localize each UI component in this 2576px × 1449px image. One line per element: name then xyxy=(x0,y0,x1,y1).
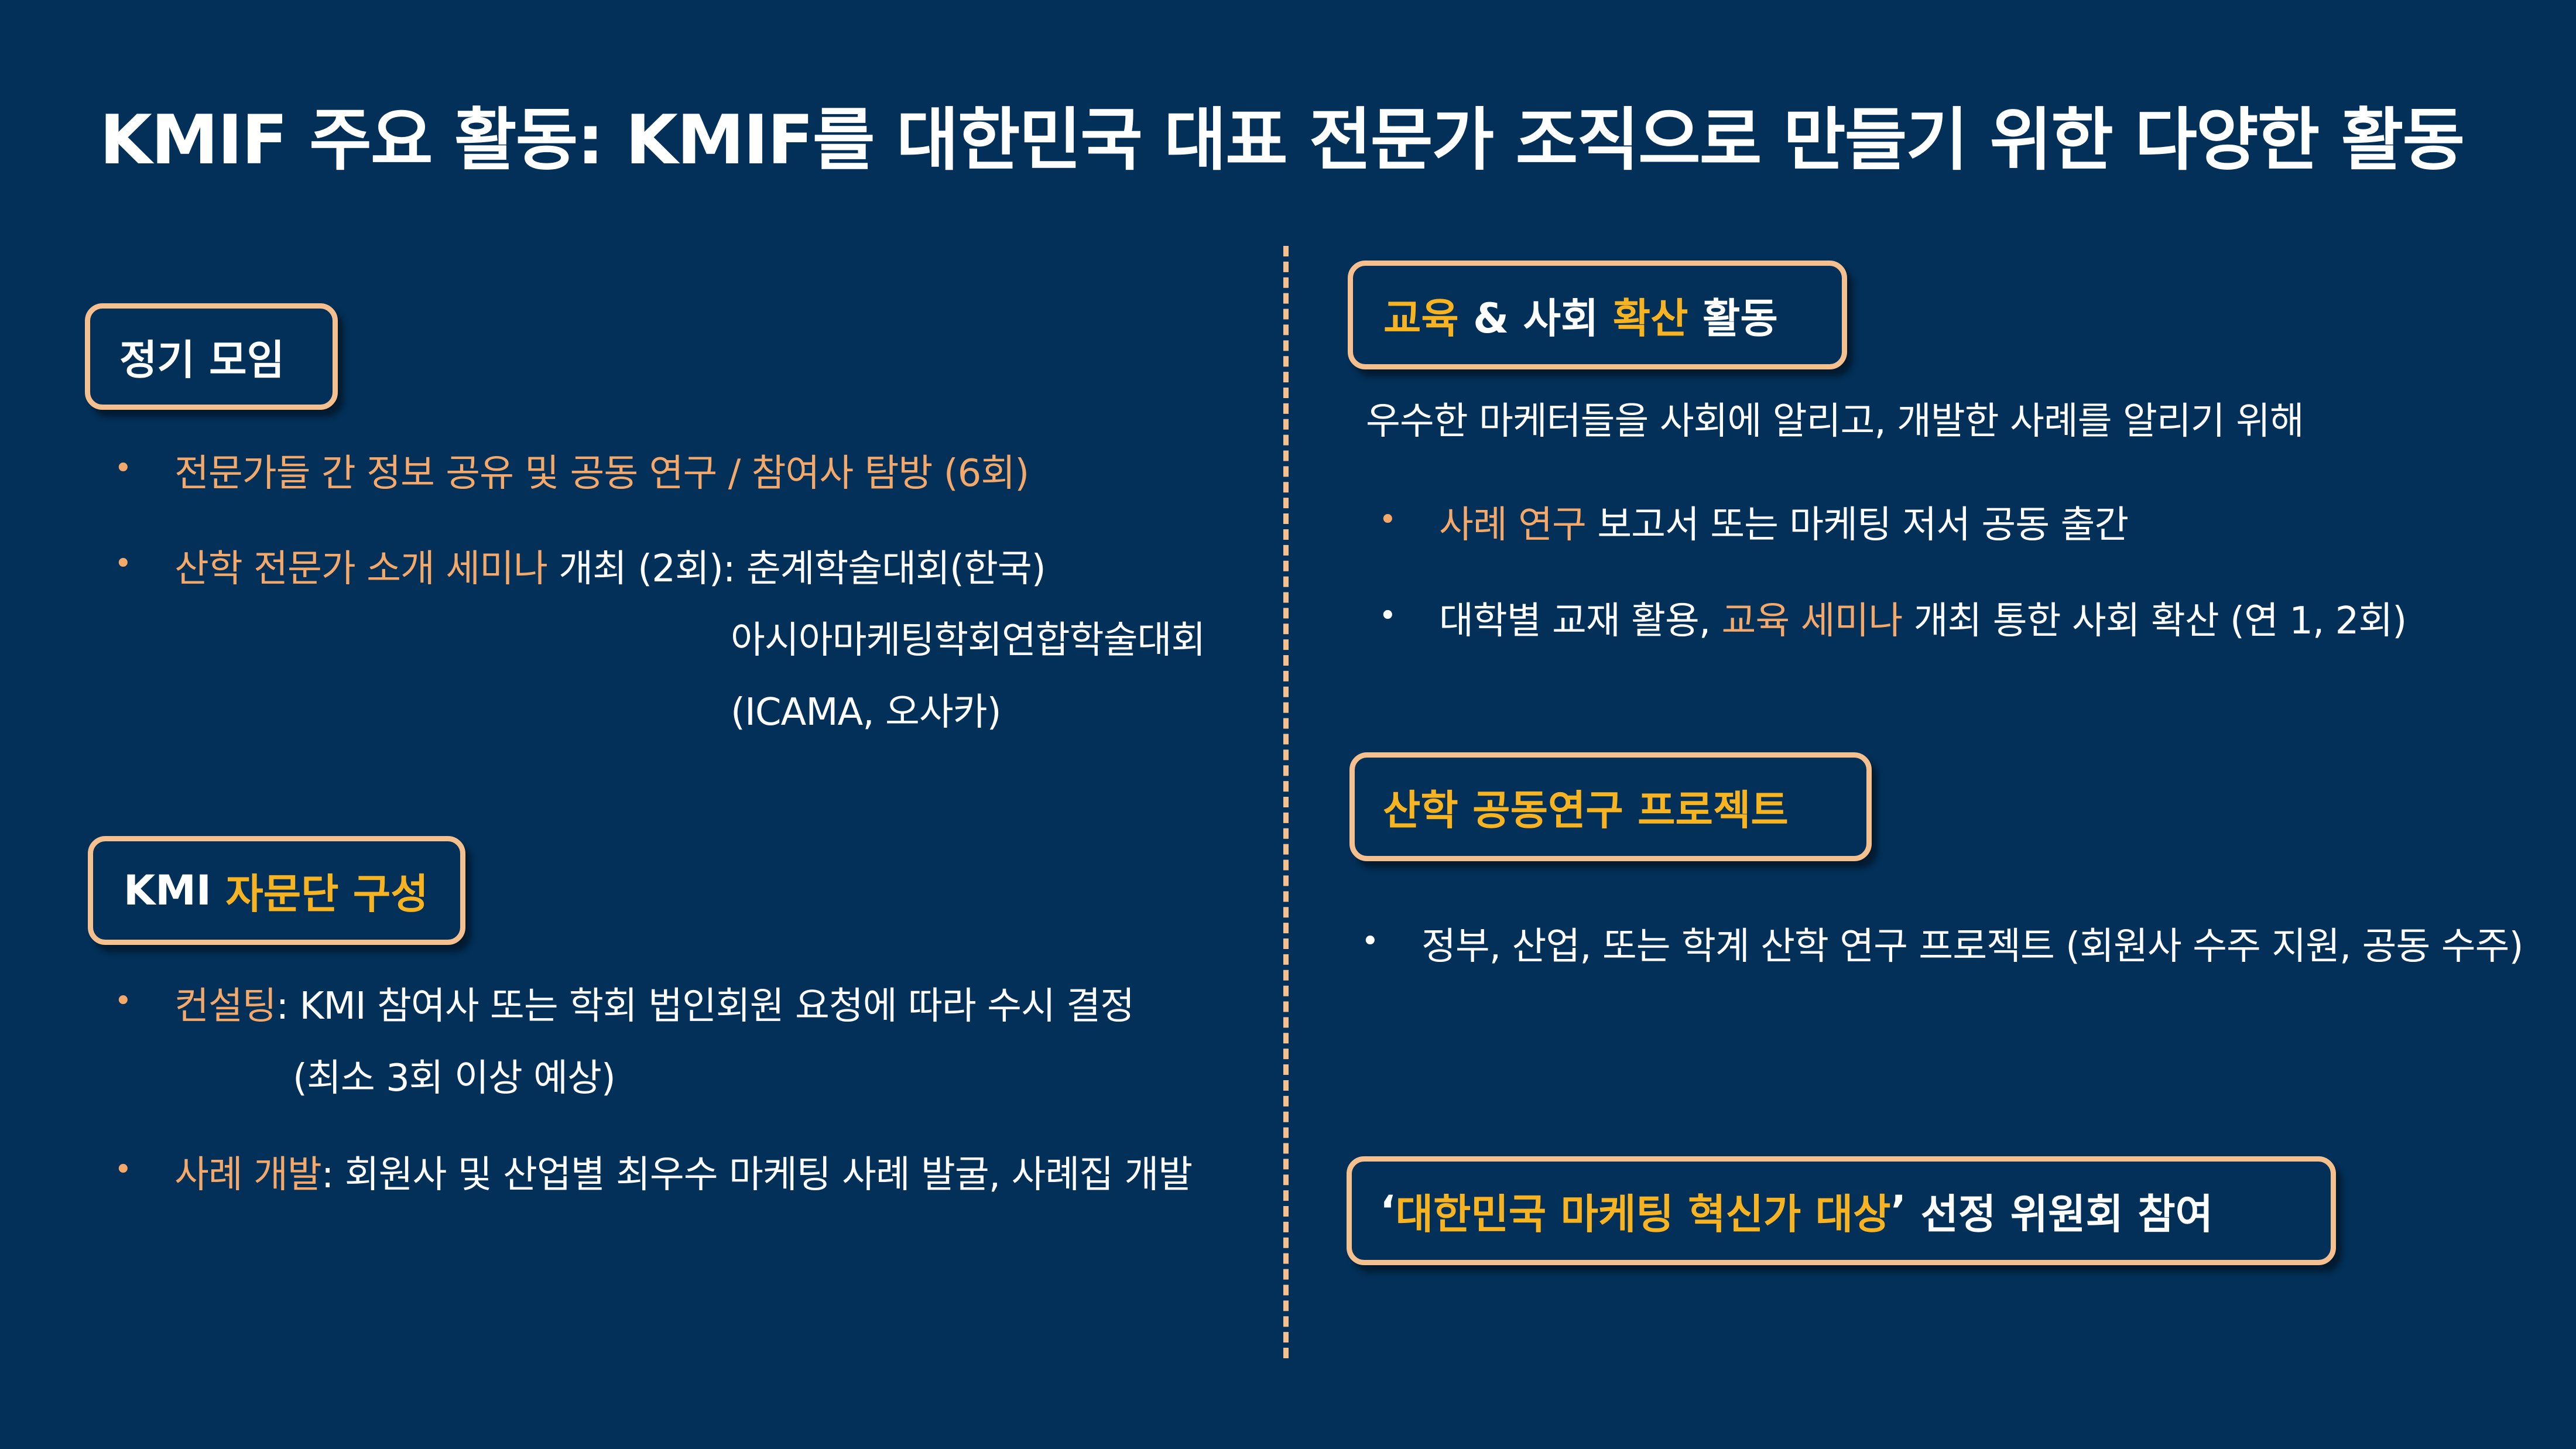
education-item-1-accent: 사례 연구 xyxy=(1439,503,1587,547)
regular-meeting-continuation-2: (ICAMA, 오사카) xyxy=(731,691,1002,734)
regular-meeting-continuation-1: 아시아마케팅학회연합학술대회 xyxy=(731,619,1205,662)
advisory-item-1-accent: 컨설팅 xyxy=(174,985,277,1028)
bullet-icon: • xyxy=(1379,598,1397,633)
award-heading-box: ‘대한민국 마케팅 혁신가 대상’ 선정 위원회 참여 xyxy=(1347,1156,2336,1265)
award-quote-open: ‘ xyxy=(1380,1187,1396,1235)
advisory-item-2: 사례 개발: 회원사 및 산업별 최우수 마케팅 사례 발굴, 사례집 개발 xyxy=(174,1145,1193,1198)
education-item-2-accent: 교육 세미나 xyxy=(1721,600,1903,643)
education-heading-part2: & 사회 xyxy=(1458,294,1613,342)
education-heading-part1: 교육 xyxy=(1383,294,1459,342)
advisory-heading-plain: KMI xyxy=(124,866,226,914)
advisory-heading-box: KMI 자문단 구성 xyxy=(88,836,465,945)
education-item-2: 대학별 교재 활용, 교육 세미나 개최 통한 사회 확산 (연 1, 2회) xyxy=(1439,591,2407,645)
regular-meeting-heading-box: 정기 모임 xyxy=(85,303,338,410)
regular-meeting-item-1: 전문가들 간 정보 공유 및 공동 연구 / 참여사 탐방 (6회) xyxy=(174,443,1029,497)
education-heading-part4: 활동 xyxy=(1688,294,1778,342)
award-heading-highlight: 대한민국 마케팅 혁신가 대상 xyxy=(1395,1190,1891,1238)
regular-meeting-item-1-accent: 전문가들 간 정보 공유 및 공동 연구 / 참여사 탐방 (6회) xyxy=(174,452,1029,495)
education-heading-part3: 확산 xyxy=(1612,294,1688,342)
education-item-1: 사례 연구 보고서 또는 마케팅 저서 공동 출간 xyxy=(1439,495,2129,549)
bullet-icon: • xyxy=(114,984,132,1019)
education-item-2-pre: 대학별 교재 활용, xyxy=(1439,600,1722,643)
industry-project-heading: 산학 공동연구 프로젝트 xyxy=(1383,786,1789,834)
bullet-icon: • xyxy=(114,451,132,486)
advisory-heading-highlight: 자문단 구성 xyxy=(225,869,429,918)
bullet-icon: • xyxy=(114,1152,132,1187)
advisory-item-1: 컨설팅: KMI 참여사 또는 학회 법인회원 요청에 따라 수시 결정 xyxy=(174,976,1135,1030)
regular-meeting-heading: 정기 모임 xyxy=(119,335,285,384)
award-heading-rest: 선정 위원회 참여 xyxy=(1906,1190,2214,1238)
award-quote-close: ’ xyxy=(1890,1187,1907,1235)
bullet-icon: • xyxy=(1379,502,1397,537)
advisory-continuation: (최소 3회 이상 예상) xyxy=(293,1057,616,1100)
education-heading-box: 교육 & 사회 확산 활동 xyxy=(1348,261,1847,369)
education-item-2-rest: 개최 통한 사회 확산 (연 1, 2회) xyxy=(1902,600,2407,643)
page-title: KMIF 주요 활동: KMIF를 대한민국 대표 전문가 조직으로 만들기 위… xyxy=(100,101,2465,180)
advisory-item-1-rest: : KMI 참여사 또는 학회 법인회원 요청에 따라 수시 결정 xyxy=(276,985,1135,1028)
education-intro: 우수한 마케터들을 사회에 알리고, 개발한 사례를 알리기 위해 xyxy=(1366,400,2304,443)
industry-project-item: 정부, 산업, 또는 학계 산학 연구 프로젝트 (회원사 수주 지원, 공동 … xyxy=(1421,925,2524,968)
regular-meeting-item-2: 산학 전문가 소개 세미나 개최 (2회): 춘계학술대회(한국) xyxy=(174,539,1046,592)
education-item-1-rest: 보고서 또는 마케팅 저서 공동 출간 xyxy=(1585,503,2129,547)
bullet-icon: • xyxy=(114,546,132,581)
column-divider xyxy=(1283,246,1289,1358)
regular-meeting-item-2-accent: 산학 전문가 소개 세미나 xyxy=(174,547,548,591)
industry-project-heading-box: 산학 공동연구 프로젝트 xyxy=(1349,752,1872,861)
regular-meeting-item-2-rest: 개최 (2회): 춘계학술대회(한국) xyxy=(547,547,1046,591)
advisory-item-2-rest: : 회원사 및 산업별 최우수 마케팅 사례 발굴, 사례집 개발 xyxy=(321,1153,1193,1197)
advisory-item-2-accent: 사례 개발 xyxy=(174,1153,322,1197)
bullet-icon: • xyxy=(1361,924,1379,959)
